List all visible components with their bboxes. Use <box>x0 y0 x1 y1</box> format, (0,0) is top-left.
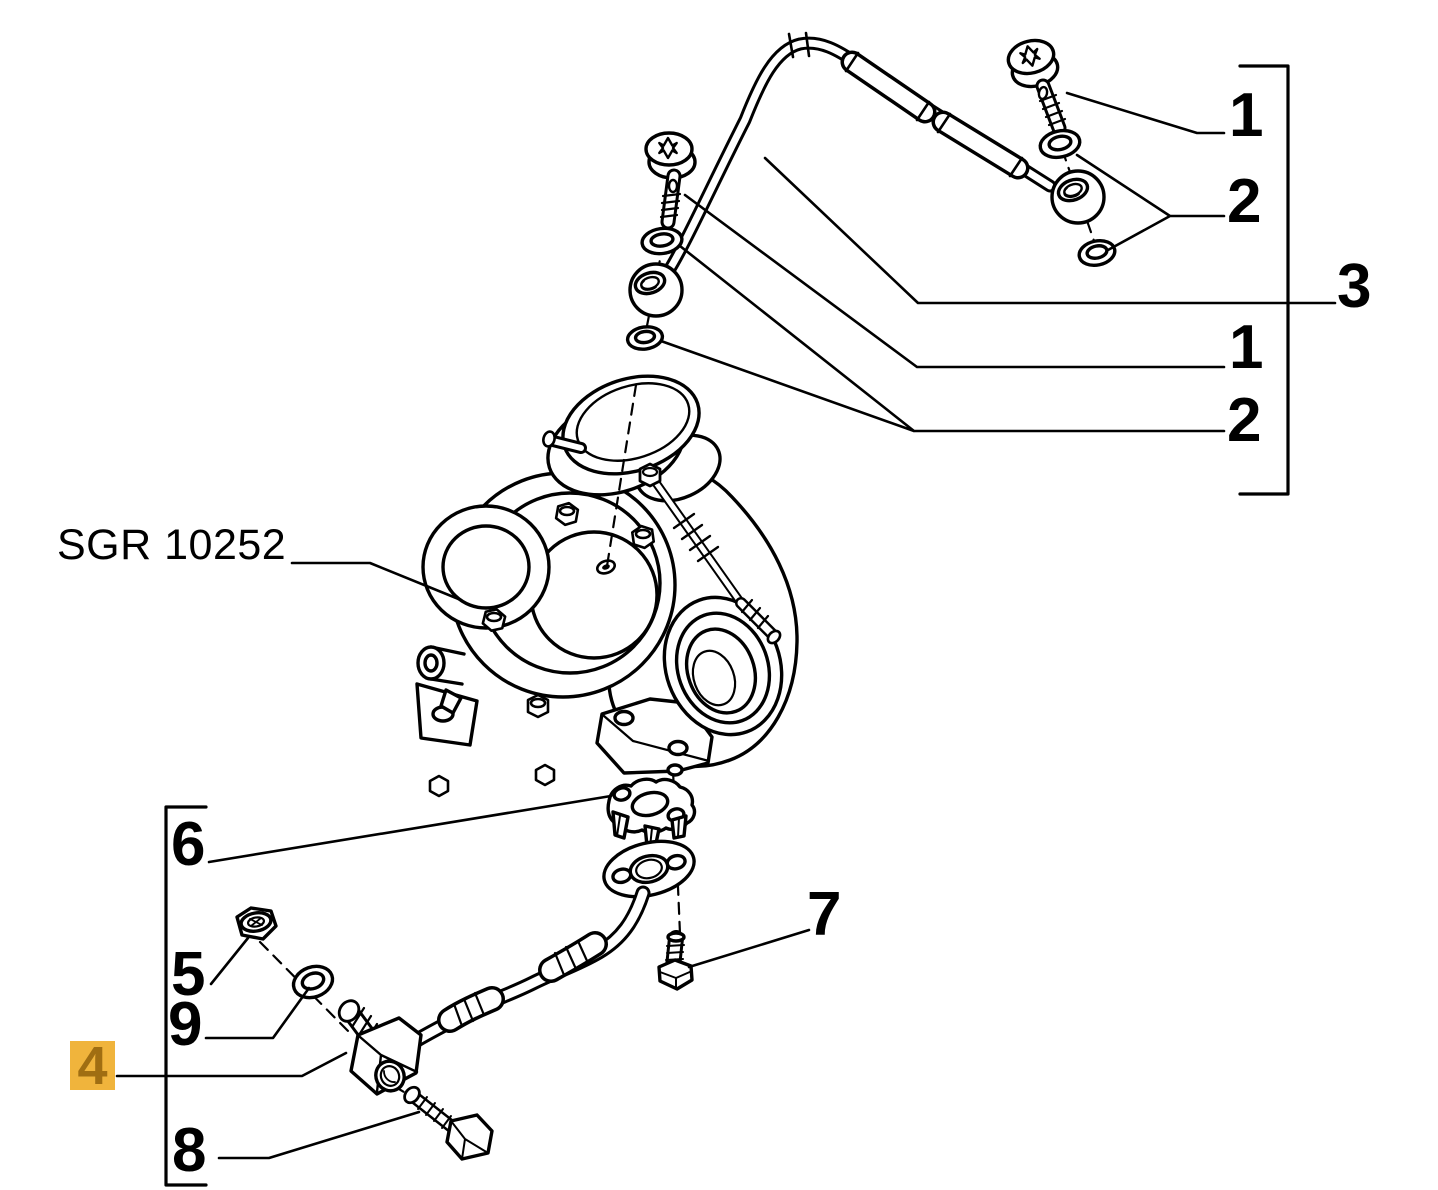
callout-2-top[interactable]: 2 <box>1227 167 1262 236</box>
oil-drain-pipe-drawing <box>337 839 696 1096</box>
assembly-reference-label[interactable]: SGR 10252 <box>57 521 287 569</box>
bracket-left-group <box>164 805 208 1187</box>
sealing-washer-right-upper-drawing <box>1038 128 1082 160</box>
callout-9[interactable]: 9 <box>168 990 203 1059</box>
callout-8[interactable]: 8 <box>172 1116 207 1185</box>
sealing-washer-left-upper-drawing <box>640 226 684 256</box>
callout-1-top[interactable]: 1 <box>1229 81 1264 150</box>
callout-2-bottom[interactable]: 2 <box>1227 386 1262 455</box>
callout-4-highlighted[interactable]: 4 <box>70 1039 115 1093</box>
oil-feed-axis-dash <box>605 383 638 568</box>
sealing-washer-left-lower-drawing <box>625 325 665 351</box>
callout-1-bottom[interactable]: 1 <box>1229 313 1264 382</box>
washer-drawing <box>291 964 335 1000</box>
callout-5[interactable]: 5 <box>171 940 206 1009</box>
callout-6[interactable]: 6 <box>171 810 206 879</box>
banjo-union-left-drawing <box>628 262 684 318</box>
bracket-right-group <box>1238 64 1290 496</box>
hex-bolt-7-drawing <box>657 930 694 991</box>
turbocharger-illustration <box>415 374 799 798</box>
nut-drawing <box>235 906 278 941</box>
oil-feed-pipe-drawing <box>661 31 1057 279</box>
leader-lines <box>115 91 1337 1160</box>
banjo-bolt-right-drawing <box>1006 38 1067 136</box>
callout-3[interactable]: 3 <box>1337 252 1372 321</box>
callout-7[interactable]: 7 <box>807 880 842 949</box>
banjo-union-right-drawing <box>1050 169 1106 225</box>
hex-bolt-8-drawing <box>403 1085 494 1161</box>
banjo-bolt-left-drawing <box>644 131 697 230</box>
sealing-washer-right-lower-drawing <box>1077 238 1117 268</box>
gasket-drawing <box>606 777 697 850</box>
